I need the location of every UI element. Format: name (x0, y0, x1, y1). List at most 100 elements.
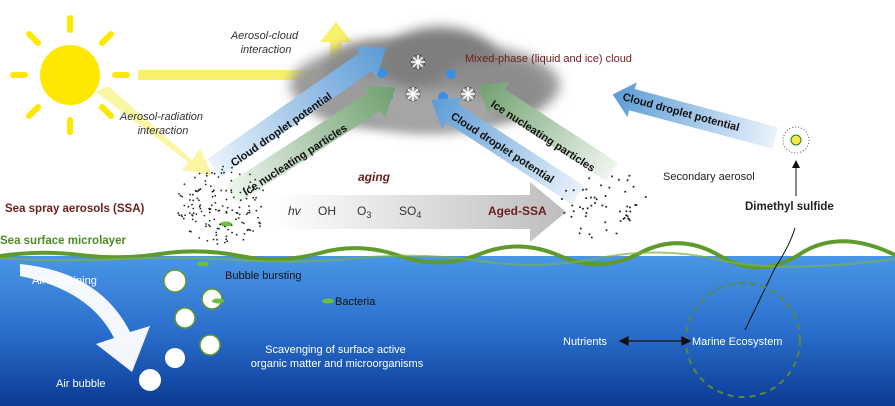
bubbles (139, 269, 223, 391)
particle-dot (579, 206, 582, 209)
particle-dot (626, 205, 629, 208)
particle-dot (179, 194, 182, 197)
cdp-right-arrow (431, 97, 584, 205)
particle-dot (214, 194, 217, 197)
dms-line (744, 227, 796, 331)
air-entraining-label: Air entraining (32, 275, 97, 287)
particle-dot (183, 183, 186, 186)
particle-dot (219, 223, 222, 226)
particle-dot (190, 230, 192, 233)
particle-dot (188, 212, 191, 215)
particle-dot (204, 180, 207, 182)
particle-dot (227, 228, 230, 231)
particle-dot (191, 214, 194, 217)
particle-dot (595, 198, 598, 201)
particle-dot (217, 209, 220, 212)
particle-dot (226, 206, 229, 209)
inp-left-arrow (226, 85, 396, 204)
bacteria-icon (197, 221, 334, 304)
particle-dot (626, 215, 629, 218)
oxidants-label: hv OH O3 SO4 (288, 204, 421, 220)
particle-dot (248, 205, 250, 208)
particle-dot (206, 172, 208, 175)
particle-dot (215, 234, 218, 237)
particle-dot (594, 202, 596, 204)
particle-dot (238, 173, 241, 176)
particle-dot (629, 210, 632, 213)
particle-dot (203, 214, 206, 217)
particle-dot (211, 171, 213, 174)
particle-dot (230, 171, 233, 174)
particle-dot (213, 218, 216, 221)
particle-dot (242, 222, 245, 225)
snowflake-icon (460, 86, 476, 102)
particle-dot (581, 188, 584, 191)
particle-dot (183, 204, 186, 207)
particle-dot (259, 225, 261, 228)
particle-dot (249, 181, 252, 184)
particle-dot (180, 214, 183, 217)
inp-right-arrow (477, 82, 618, 182)
bubble (165, 348, 185, 368)
particle-dot (239, 191, 242, 194)
secondary-aerosol-label: Secondary aerosol (663, 171, 755, 183)
bubble (201, 288, 223, 310)
bubble (163, 269, 187, 293)
particle-dot (192, 207, 195, 210)
nutrients-arrow (618, 336, 692, 346)
microlayer-label: Sea surface microlayer (0, 235, 126, 247)
particle-dot (208, 208, 211, 211)
particle-dot (215, 231, 218, 234)
particle-dot (198, 237, 201, 239)
ssa-label: Sea spray aerosols (SSA) (5, 203, 145, 215)
particle-dot (211, 190, 214, 193)
particle-dot (213, 172, 216, 175)
particle-dot (208, 224, 210, 226)
particle-dot (585, 212, 588, 214)
particle-dot (604, 195, 607, 197)
particle-dot (220, 172, 223, 174)
particle-dot (257, 216, 259, 219)
particle-dot (230, 179, 233, 182)
particle-dot (178, 193, 180, 195)
particle-dot (194, 189, 197, 192)
particle-dot (231, 209, 234, 212)
particle-dot (605, 205, 608, 208)
air-entraining-arrow (20, 264, 150, 372)
particle-dot (590, 236, 593, 239)
particle-dot (625, 214, 628, 217)
particle-dot (192, 212, 195, 215)
particle-dot (608, 186, 611, 189)
particle-dot (224, 241, 226, 244)
particle-dot (615, 232, 618, 235)
aerosol-radiation-label: Aerosol-radiation interaction (119, 111, 206, 137)
particle-dot (628, 218, 631, 221)
particle-dot (195, 213, 198, 216)
particle-dot (220, 189, 223, 192)
particle-dot (188, 199, 191, 201)
particle-dot (198, 206, 201, 208)
particle-dot (198, 172, 201, 175)
particle-dot (623, 217, 626, 219)
dms-arrowhead (792, 160, 800, 168)
particle-dot (626, 179, 629, 182)
particle-dot (611, 175, 613, 178)
particle-dot (191, 218, 194, 221)
particle-dot (218, 227, 220, 230)
mixed-cloud-label: Mixed-phase (liquid and ice) cloud (465, 53, 632, 65)
particle-dot (249, 173, 251, 176)
particle-dot (624, 190, 627, 193)
particle-dot (230, 224, 233, 227)
particle-dot (617, 178, 620, 181)
particle-dot (590, 204, 593, 207)
particle-dot (235, 218, 237, 221)
particle-dot (600, 184, 602, 187)
particle-dot (586, 207, 589, 210)
particle-dot (231, 166, 233, 169)
particle-dot (252, 189, 255, 191)
particle-dot (204, 225, 207, 228)
particle-dot (243, 233, 246, 235)
particle-dot (589, 196, 592, 199)
particle-dot (605, 229, 608, 232)
particle-dot (223, 171, 225, 174)
